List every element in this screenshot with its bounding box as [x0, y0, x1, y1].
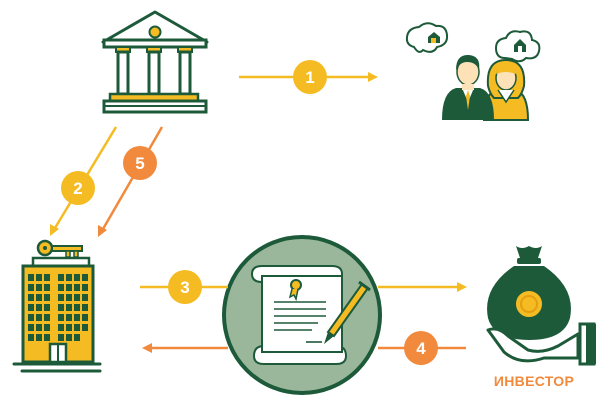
building-window: [82, 314, 88, 321]
building-window: [36, 334, 42, 341]
building-window: [66, 334, 72, 341]
building-window: [44, 304, 50, 311]
couple-icon: [405, 22, 541, 121]
building-window: [28, 304, 34, 311]
building-window: [66, 324, 72, 331]
building-window: [66, 274, 72, 281]
building-window: [28, 284, 34, 291]
building-window: [36, 304, 42, 311]
building-window: [58, 324, 64, 331]
step-number-2: 2: [73, 179, 82, 198]
building-window: [36, 314, 42, 321]
step-number-1: 1: [305, 68, 314, 87]
man-figure: [442, 54, 494, 120]
building-window: [58, 314, 64, 321]
building-window: [82, 304, 88, 311]
building-window: [74, 314, 80, 321]
building-window: [74, 294, 80, 301]
bank-building-icon: [101, 10, 209, 114]
building-window: [36, 294, 42, 301]
building-window: [66, 294, 72, 301]
building-window: [66, 304, 72, 311]
step-number-5: 5: [135, 154, 144, 173]
step-number-4: 4: [416, 339, 426, 358]
building-window: [44, 294, 50, 301]
building-window: [74, 324, 80, 331]
building-window: [44, 324, 50, 331]
office-building-icon: [12, 256, 102, 373]
building-window: [36, 324, 42, 331]
step-badge-5: 5: [123, 146, 157, 180]
key-icon: [36, 239, 83, 258]
building-window: [58, 274, 64, 281]
speech-bubble-house-icon: [494, 30, 541, 63]
pen-icon: [324, 280, 371, 344]
building-window: [74, 334, 80, 341]
building-window: [82, 324, 88, 331]
building-window: [66, 284, 72, 291]
building-window: [58, 284, 64, 291]
building-window: [28, 314, 34, 321]
building-window: [28, 324, 34, 331]
step-badge-4: 4: [404, 331, 438, 365]
building-window: [44, 284, 50, 291]
building-window: [74, 274, 80, 281]
speech-bubble-house-icon: [405, 22, 449, 53]
building-window: [36, 284, 42, 291]
building-window: [28, 294, 34, 301]
building-window: [74, 304, 80, 311]
building-window: [44, 274, 50, 281]
building-window: [28, 274, 34, 281]
step-badge-3: 3: [168, 270, 202, 304]
building-window: [28, 334, 34, 341]
money-bag-hand-icon: [486, 246, 596, 366]
building-window: [44, 314, 50, 321]
building-window: [36, 274, 42, 281]
building-window: [44, 334, 50, 341]
building-window: [58, 334, 64, 341]
step-badge-2: 2: [61, 171, 95, 205]
building-window: [74, 284, 80, 291]
building-window: [82, 294, 88, 301]
arrow-step-5: [98, 126, 164, 237]
step-number-3: 3: [180, 278, 189, 297]
investor-caption: ИНВЕСТОР: [493, 373, 575, 389]
step-badge-1: 1: [293, 60, 327, 94]
building-window: [82, 284, 88, 291]
certificate-contract-icon: [222, 235, 382, 395]
building-window: [66, 314, 72, 321]
building-windows: [28, 274, 88, 341]
building-window: [82, 274, 88, 281]
building-window: [58, 294, 64, 301]
building-window: [58, 304, 64, 311]
